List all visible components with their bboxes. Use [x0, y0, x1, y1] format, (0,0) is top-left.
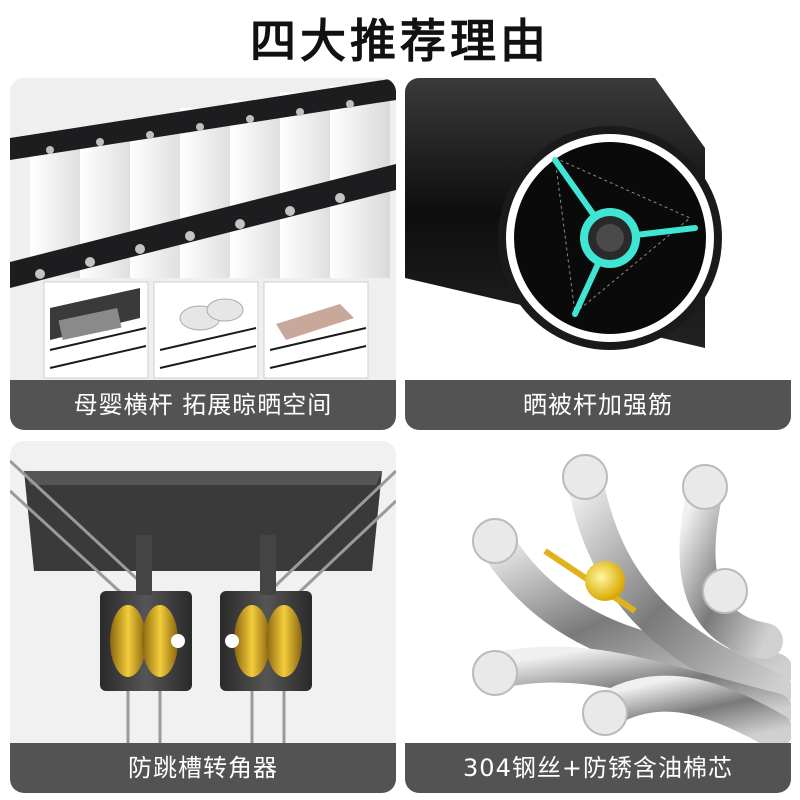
tube-cross-section-illustration	[405, 78, 791, 380]
page-title: 四大推荐理由	[250, 14, 550, 68]
steel-wire-strands-photo	[405, 441, 791, 743]
panel-caption: 304钢丝+防锈含油棉芯	[405, 743, 791, 793]
rack-crossbar-photo	[10, 78, 396, 380]
panel-caption: 母婴横杆 拓展晾晒空间	[10, 380, 396, 430]
rack-crossbar-illustration	[10, 78, 396, 380]
panel-baby-crossbar: 母婴横杆 拓展晾晒空间	[10, 78, 396, 430]
panel-caption: 防跳槽转角器	[10, 743, 396, 793]
panel-steel-wire-oil-core: 304钢丝+防锈含油棉芯	[405, 441, 791, 793]
pulley-corner-photo	[10, 441, 396, 743]
panel-quilt-bar-rib: 晒被杆加强筋	[405, 78, 791, 430]
steel-wire-strands-illustration	[405, 441, 791, 743]
panel-anti-derail-corner: 防跳槽转角器	[10, 441, 396, 793]
tube-cross-section-photo	[405, 78, 791, 380]
panel-caption: 晒被杆加强筋	[405, 380, 791, 430]
pulley-corner-illustration	[10, 441, 396, 743]
